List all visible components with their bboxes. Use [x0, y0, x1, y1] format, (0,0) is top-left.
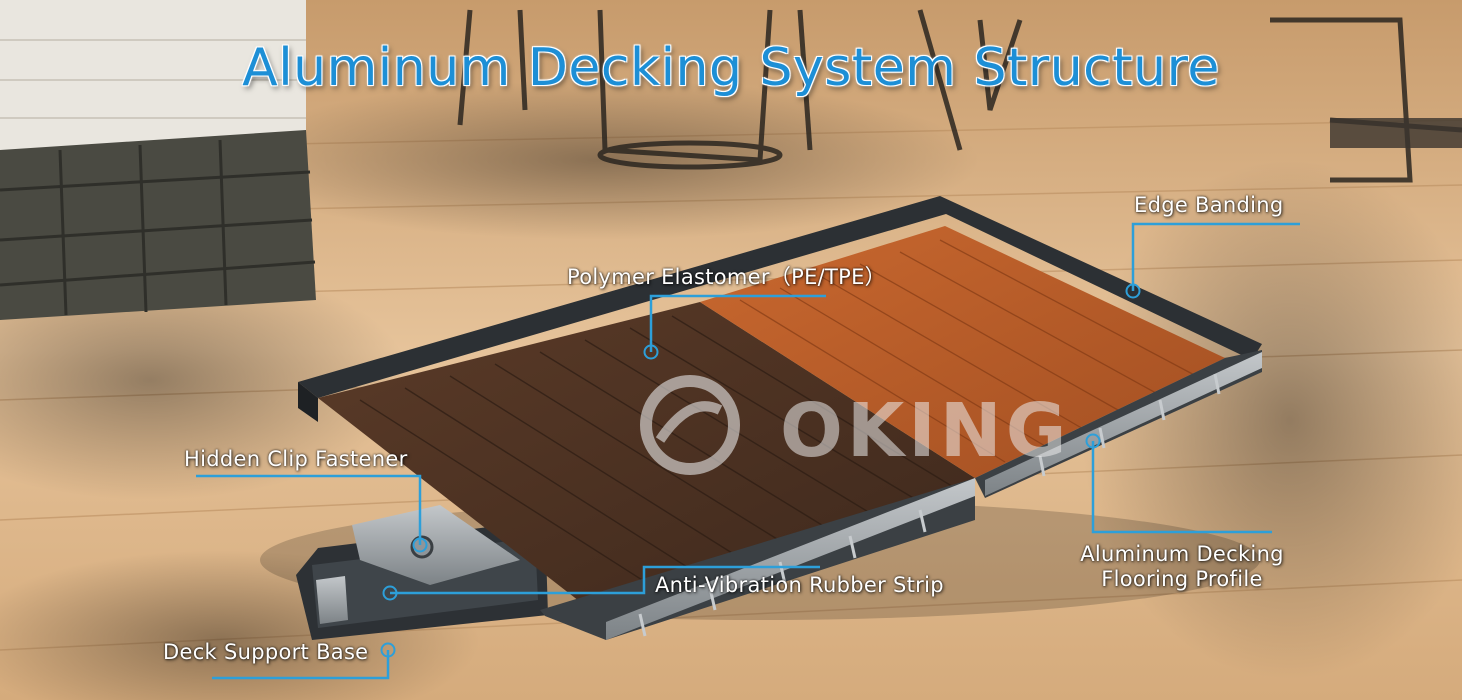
- tree-shadows: [0, 80, 1462, 700]
- oking-watermark-text: OKING: [780, 388, 1071, 474]
- label-anti-vibration-strip: Anti-Vibration Rubber Strip: [655, 573, 944, 597]
- edge-banding-part: [298, 196, 1262, 398]
- stone-wall: [0, 0, 316, 320]
- dot-support-base: [380, 642, 396, 658]
- leader-lines: [196, 222, 1300, 680]
- dot-hidden-clip: [412, 537, 428, 553]
- label-aluminum-line1: Aluminum Decking: [1080, 542, 1284, 566]
- label-edge-banding: Edge Banding: [1134, 193, 1284, 217]
- dot-anti-vibration: [382, 585, 398, 601]
- label-polymer-elastomer: Polymer Elastomer（PE/TPE）: [567, 265, 886, 289]
- dot-aluminum-profile: [1085, 433, 1101, 449]
- label-deck-support-base: Deck Support Base: [163, 640, 369, 664]
- dot-polymer-elastomer: [643, 344, 659, 360]
- leader-dots: [380, 283, 1141, 658]
- label-hidden-clip-fastener: Hidden Clip Fastener: [184, 447, 408, 471]
- aluminum-profile-part: [540, 350, 1262, 640]
- dot-edge-banding: [1125, 283, 1141, 299]
- bench: [1330, 118, 1462, 148]
- label-aluminum-decking-profile: Aluminum Decking Flooring Profile: [1072, 542, 1292, 592]
- leader-anti-vibration: [390, 565, 820, 595]
- leader-hidden-clip: [196, 474, 422, 545]
- hidden-clip-part: [352, 505, 520, 585]
- leader-support-base: [212, 650, 390, 680]
- light-wpc-board: [700, 226, 1225, 478]
- leader-polymer-elastomer: [649, 294, 826, 352]
- leader-edge-banding: [1131, 222, 1300, 291]
- page-title: Aluminum Decking System Structure: [242, 38, 1220, 98]
- light-board-grain: [739, 239, 1201, 463]
- leader-aluminum-profile: [1091, 441, 1272, 534]
- dark-board-grain: [359, 315, 956, 586]
- label-aluminum-line2: Flooring Profile: [1101, 567, 1263, 591]
- oking-logo-icon: [640, 375, 740, 475]
